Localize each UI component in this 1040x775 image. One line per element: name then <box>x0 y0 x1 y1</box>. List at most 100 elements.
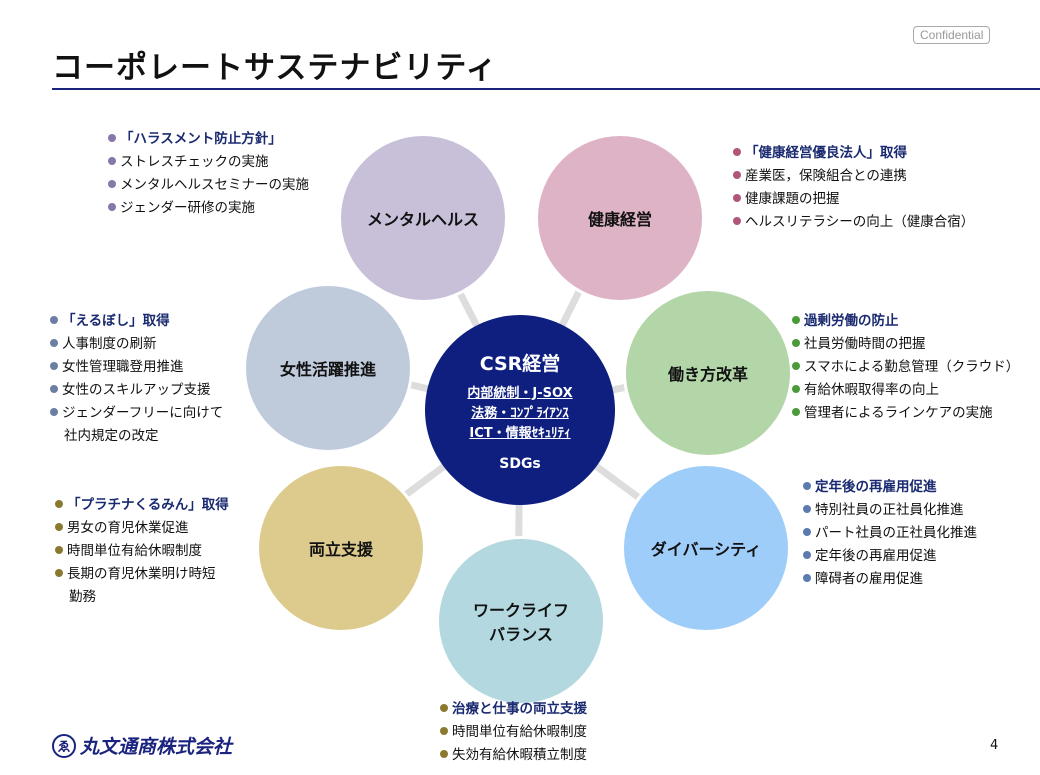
list-item-text: 勤務 <box>69 589 96 605</box>
bullet-icon <box>50 362 58 370</box>
list-item: 長期の育児休業明け時短 <box>55 563 229 586</box>
list-item-text: スマホによる勤怠管理（クラウド） <box>804 359 1020 375</box>
list-item-text: 長期の育児休業明け時短 <box>67 566 216 582</box>
list-item: 女性のスキルアップ支援 <box>50 379 223 402</box>
list-item: 過剰労働の防止 <box>792 310 1019 333</box>
list-item-text: 社員労働時間の把握 <box>804 336 926 352</box>
bullet-icon <box>733 217 741 225</box>
list-item-text: 産業医，保険組合との連携 <box>745 168 907 184</box>
bullet-icon <box>50 316 58 324</box>
bullet-icon <box>440 704 448 712</box>
list-item: 産業医，保険組合との連携 <box>733 165 974 188</box>
company-name: 丸文通商株式会社 <box>80 736 233 758</box>
list-item: ジェンダー研修の実施 <box>108 197 309 220</box>
list-item-text: 人事制度の刷新 <box>62 336 157 352</box>
bullet-icon <box>803 574 811 582</box>
list-item: 定年後の再雇用促進 <box>803 545 977 568</box>
list-item-text: 時間単位有給休暇制度 <box>67 543 202 559</box>
list-item: ヘルスリテラシーの向上（健康合宿） <box>733 211 974 234</box>
bullet-icon <box>792 339 800 347</box>
circle-hatarakikata: 働き方改革 <box>623 288 793 458</box>
logo-mark-icon: ゑ <box>52 733 76 758</box>
list-item: 治療と仕事の両立支援 <box>440 698 587 721</box>
list-item-text: 過剰労働の防止 <box>804 313 899 329</box>
list-item: 時間単位有給休暇制度 <box>440 721 587 744</box>
list-item-text: パート社員の正社員化推進 <box>815 525 977 541</box>
list-item: ストレスチェックの実施 <box>108 151 309 174</box>
company-logo: ゑ丸文通商株式会社 <box>52 732 232 759</box>
list-item-text: 定年後の再雇用促進 <box>815 479 937 495</box>
bullet-icon <box>733 194 741 202</box>
bullet-icon <box>108 157 116 165</box>
list-item-text: 障碍者の雇用促進 <box>815 571 923 587</box>
list-item: 定年後の再雇用促進 <box>803 476 977 499</box>
list-item-text: 「えるぼし」取得 <box>62 313 170 329</box>
list-item-text: 失効有給休暇積立制度 <box>452 747 587 763</box>
list-item-text: 定年後の再雇用促進 <box>815 548 937 564</box>
list-item: 障碍者の雇用促進 <box>803 568 977 591</box>
list-item: 社内規定の改定 <box>50 425 223 448</box>
list-kenko: 「健康経営優良法人」取得産業医，保険組合との連携健康課題の把握ヘルスリテラシーの… <box>733 142 974 234</box>
bullet-icon <box>108 134 116 142</box>
list-diversity: 定年後の再雇用促進特別社員の正社員化推進パート社員の正社員化推進定年後の再雇用促… <box>803 476 977 591</box>
bullet-icon <box>733 171 741 179</box>
list-item-text: 女性管理職登用推進 <box>62 359 184 375</box>
list-item-text: メンタルヘルスセミナーの実施 <box>120 177 309 193</box>
list-item: 時間単位有給休暇制度 <box>55 540 229 563</box>
center-title: CSR経営 <box>479 352 561 375</box>
confidential-badge: Confidential <box>913 26 991 44</box>
list-item-text: ジェンダー研修の実施 <box>120 200 255 216</box>
list-item: 健康課題の把握 <box>733 188 974 211</box>
bullet-icon <box>792 408 800 416</box>
bullet-icon <box>108 203 116 211</box>
list-hataraki: 過剰労働の防止社員労働時間の把握スマホによる勤怠管理（クラウド） 有給休暇取得率の… <box>792 310 1019 425</box>
list-item: パート社員の正社員化推進 <box>803 522 977 545</box>
bullet-icon <box>50 408 58 416</box>
bullet-icon <box>803 505 811 513</box>
bullet-icon <box>792 316 800 324</box>
list-item-text: 女性のスキルアップ支援 <box>62 382 211 398</box>
bullet-icon <box>792 362 800 370</box>
list-item: 勤務 <box>55 586 229 609</box>
list-item-text: 時間単位有給休暇制度 <box>452 724 587 740</box>
list-ryoritsu: 「プラチナくるみん」取得男女の育児休業促進時間単位有給休暇制度長期の育児休業明け… <box>55 494 229 609</box>
list-item-text: 社内規定の改定 <box>64 428 159 444</box>
list-item-text: 「プラチナくるみん」取得 <box>67 497 229 513</box>
list-item-text: 管理者によるラインケアの実施 <box>804 405 993 421</box>
center-line: 内部統制・J-SOX <box>467 385 573 401</box>
bullet-icon <box>108 180 116 188</box>
list-mental: 「ハラスメント防止方針」ストレスチェックの実施メンタルヘルスセミナーの実施ジェン… <box>108 128 309 220</box>
bullet-icon <box>792 385 800 393</box>
list-item-text: 有給休暇取得率の向上 <box>804 382 939 398</box>
list-item: 人事制度の刷新 <box>50 333 223 356</box>
list-item: 有給休暇取得率の向上 <box>792 379 1019 402</box>
list-item: 失効有給休暇積立制度 <box>440 744 587 767</box>
list-item: 男女の育児休業促進 <box>55 517 229 540</box>
circle-diversity: ダイバーシティ <box>621 463 791 633</box>
list-item-text: 男女の育児休業促進 <box>67 520 189 536</box>
bullet-icon <box>55 500 63 508</box>
bullet-icon <box>50 385 58 393</box>
center-csr-circle: CSR経営 内部統制・J-SOX 法務・ｺﾝﾌﾟﾗｲｱﾝｽ ICT・情報ｾｷｭﾘ… <box>425 315 615 505</box>
list-item: 「プラチナくるみん」取得 <box>55 494 229 517</box>
bullet-icon <box>803 551 811 559</box>
list-item: 社員労働時間の把握 <box>792 333 1019 356</box>
list-item-text: ストレスチェックの実施 <box>120 154 269 170</box>
center-sdgs: SDGs <box>499 455 541 472</box>
bullet-icon <box>55 546 63 554</box>
bullet-icon <box>50 339 58 347</box>
bullet-icon <box>733 148 741 156</box>
page-number: 4 <box>990 738 999 753</box>
bullet-icon <box>803 528 811 536</box>
bullet-icon <box>803 482 811 490</box>
list-item-text: 特別社員の正社員化推進 <box>815 502 964 518</box>
list-wlb: 治療と仕事の両立支援時間単位有給休暇制度失効有給休暇積立制度 <box>440 698 587 767</box>
page-title: コーポレートサステナビリティ <box>52 50 498 86</box>
list-item: 特別社員の正社員化推進 <box>803 499 977 522</box>
list-item-text: 「ハラスメント防止方針」 <box>120 131 282 147</box>
bullet-icon <box>440 727 448 735</box>
list-item-text: ジェンダーフリーに向けて <box>62 405 224 421</box>
title-divider <box>52 88 1040 90</box>
list-item: メンタルヘルスセミナーの実施 <box>108 174 309 197</box>
list-item-text: 「健康経営優良法人」取得 <box>745 145 907 161</box>
